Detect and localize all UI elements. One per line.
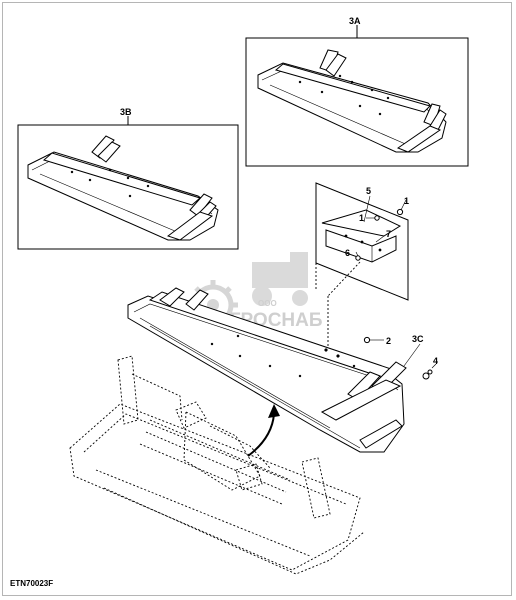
label-item-7: 7 xyxy=(386,229,391,239)
watermark-prefix: ООО xyxy=(258,299,277,308)
label-view-3b: 3B xyxy=(120,107,132,117)
install-arrow xyxy=(247,404,280,457)
figure-code: ETN70023F xyxy=(10,579,53,588)
label-item-1b: 1 xyxy=(359,213,364,223)
page-frame xyxy=(2,2,512,596)
label-item-5: 5 xyxy=(366,186,371,196)
inset-view-3b xyxy=(17,116,239,250)
label-item-4: 4 xyxy=(433,356,438,366)
inset-view-3a xyxy=(245,25,469,167)
tractor-icon xyxy=(252,252,308,306)
label-item-2: 2 xyxy=(386,336,391,346)
main-assembly xyxy=(127,287,437,453)
machine-phantom-outline xyxy=(69,355,365,575)
label-view-3c: 3C xyxy=(412,334,424,344)
parts-callout-box xyxy=(315,182,409,352)
label-item-6: 6 xyxy=(345,248,350,258)
label-item-1a: 1 xyxy=(404,196,409,206)
label-view-3a: 3A xyxy=(349,16,361,26)
